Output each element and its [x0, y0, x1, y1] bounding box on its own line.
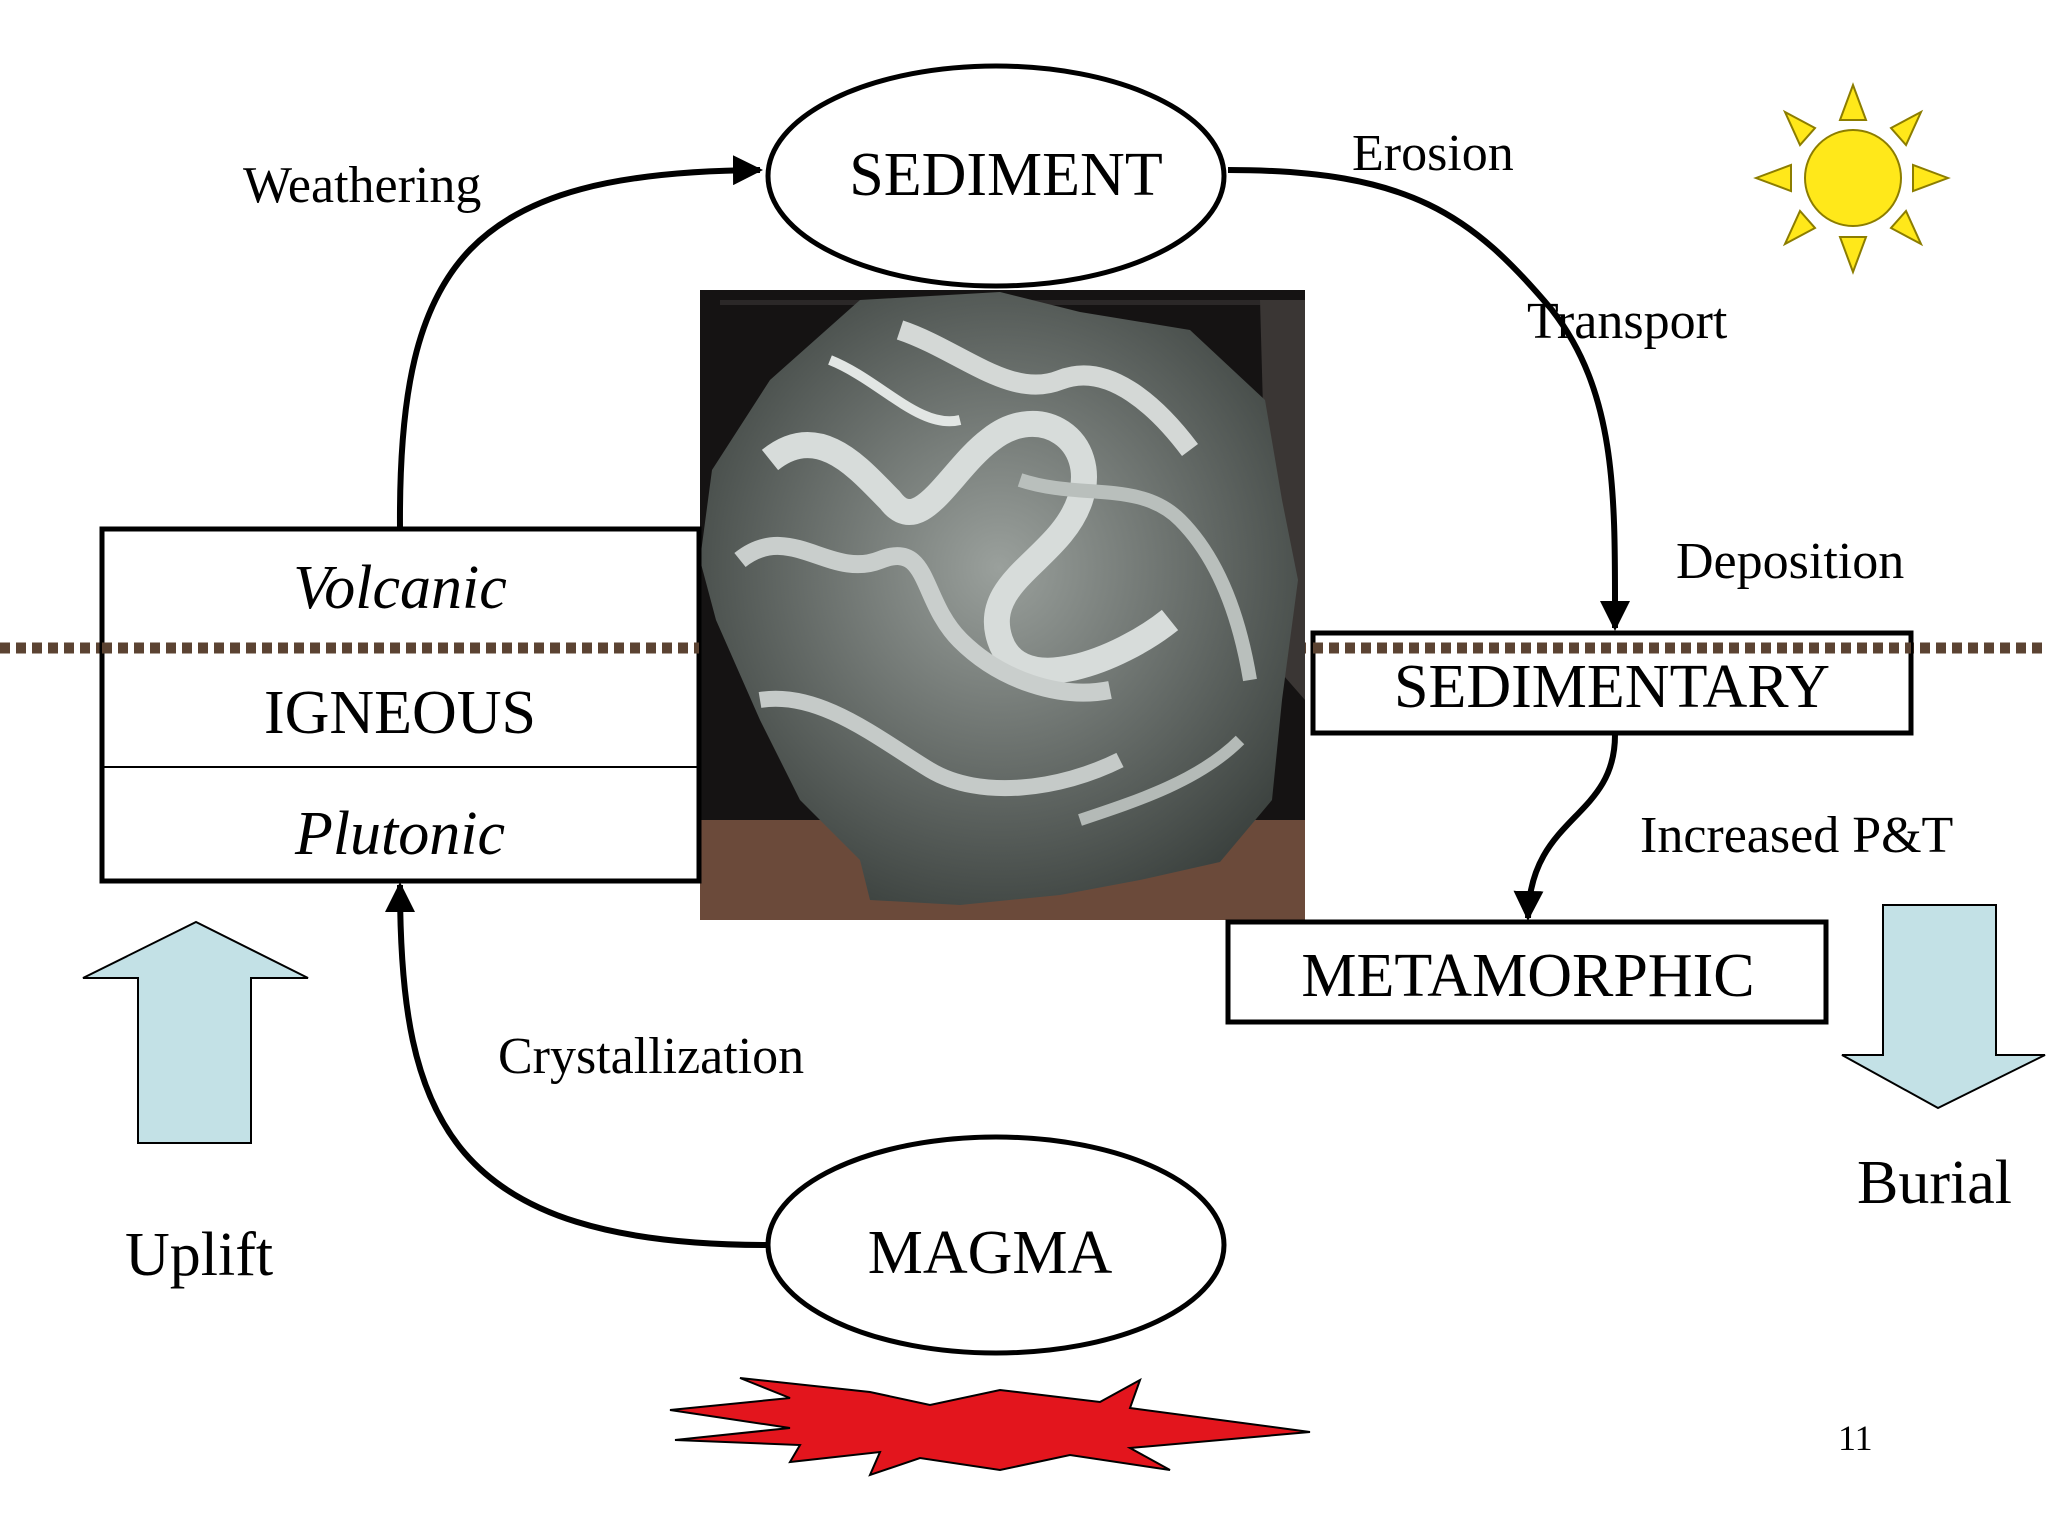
deposition-label: Deposition [1676, 533, 1904, 590]
heat-burst-icon [669, 1377, 1311, 1477]
sun-icon [1753, 82, 1951, 275]
increased-pt-label: Increased P&T [1640, 807, 1953, 864]
metamorphic-label: METAMORPHIC [1301, 942, 1754, 1010]
transport-label: Transport [1527, 293, 1728, 350]
burial-arrow-icon [1841, 904, 2046, 1110]
crystallization-label: Crystallization [498, 1028, 804, 1085]
uplift-arrow-icon [82, 920, 309, 1144]
crystallization-arrow [385, 882, 769, 1248]
weathering-label: Weathering [243, 157, 481, 214]
magma-label: MAGMA [868, 1219, 1113, 1287]
uplift-label: Uplift [125, 1221, 273, 1289]
increased-pt-arrow [1513, 734, 1618, 921]
igneous-label: IGNEOUS [264, 679, 536, 747]
burial-label: Burial [1857, 1149, 2012, 1217]
erosion-label: Erosion [1352, 125, 1514, 182]
plutonic-label: Plutonic [294, 800, 505, 868]
sedimentary-label: SEDIMENTARY [1394, 653, 1830, 721]
sediment-label: SEDIMENT [849, 141, 1162, 209]
igneous-box: Volcanic IGNEOUS Plutonic [99, 526, 702, 884]
weathering-arrow [396, 155, 763, 529]
sedimentary-box: SEDIMENTARY [1310, 630, 1914, 736]
erosion-transport-arrow [1227, 167, 1631, 631]
magma-node: MAGMA [765, 1134, 1227, 1356]
slide-number: 11 [1838, 1418, 1873, 1458]
sediment-node: SEDIMENT [765, 63, 1227, 289]
metamorphic-box: METAMORPHIC [1225, 919, 1829, 1025]
volcanic-label: Volcanic [293, 554, 507, 622]
rock-photo [700, 290, 1305, 920]
